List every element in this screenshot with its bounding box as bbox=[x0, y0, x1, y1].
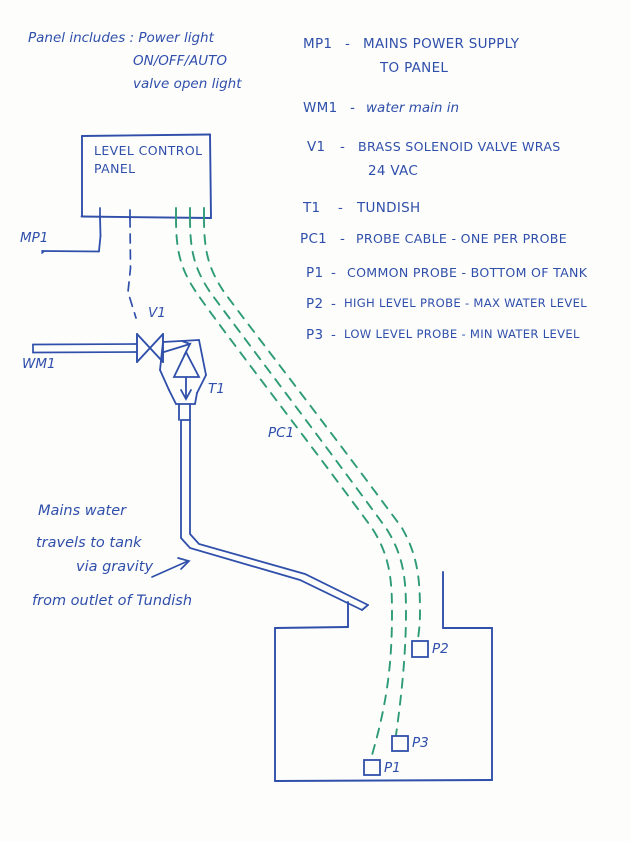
note-gravity-line4: from outlet of Tundish bbox=[32, 593, 193, 609]
wm1-water-main-pipe bbox=[32, 343, 137, 354]
legend-tag-wm1: WM1 bbox=[303, 100, 338, 116]
t1-tundish-symbol bbox=[159, 339, 207, 421]
legend-desc-pc1: PROBE CABLE - ONE PER PROBE bbox=[356, 231, 567, 246]
legend-desc2-v1: 24 VAC bbox=[368, 163, 419, 179]
diagram-label-p2: P2 bbox=[432, 641, 449, 657]
panel-label-line1: LEVEL CONTROL bbox=[94, 143, 203, 158]
legend-dash-wm1: - bbox=[350, 100, 355, 116]
legend-dash-p2: - bbox=[331, 296, 337, 312]
legend-dash-mp1: - bbox=[345, 36, 351, 52]
legend-desc-mp1: MAINS POWER SUPPLY bbox=[363, 36, 520, 52]
legend-tag-v1: V1 bbox=[307, 139, 326, 155]
legend-tag-pc1: PC1 bbox=[300, 231, 328, 247]
legend-dash-t1: - bbox=[338, 200, 344, 216]
gravity-note-arrow bbox=[151, 557, 191, 578]
note-gravity-line1: Mains water bbox=[38, 503, 127, 519]
v1-solenoid-valve-symbol bbox=[136, 333, 164, 363]
probe-cable-bundle-pc1 bbox=[175, 217, 421, 756]
legend-dash-pc1: - bbox=[340, 231, 346, 247]
mp1-mains-power-line bbox=[41, 215, 102, 253]
gravity-feed-pipe bbox=[180, 419, 369, 611]
legend-desc-t1: TUNDISH bbox=[357, 200, 421, 216]
panel-cable-stubs bbox=[175, 207, 205, 219]
probe-p3-box bbox=[391, 735, 409, 752]
note-gravity-line2: travels to tank bbox=[36, 535, 142, 551]
legend-dash-v1: - bbox=[340, 139, 346, 155]
diagram-label-p1: P1 bbox=[384, 760, 401, 776]
diagram-label-pc1: PC1 bbox=[268, 425, 295, 441]
diagram-label-mp1: MP1 bbox=[20, 230, 49, 246]
note-panel-includes-line2: ON/OFF/AUTO bbox=[133, 53, 227, 69]
diagram-label-v1: V1 bbox=[148, 305, 166, 321]
legend-dash-p3: - bbox=[331, 327, 337, 343]
legend-tag-p1: P1 bbox=[306, 265, 324, 281]
legend-desc-wm1: water main in bbox=[366, 100, 460, 116]
legend-dash-p1: - bbox=[331, 265, 337, 281]
probe-p1-box bbox=[363, 759, 381, 776]
legend-tag-mp1: MP1 bbox=[303, 36, 333, 52]
probe-p2-box bbox=[411, 640, 429, 658]
diagram-label-wm1: WM1 bbox=[22, 356, 56, 372]
legend-desc-p3: LOW LEVEL PROBE - MIN WATER LEVEL bbox=[344, 327, 580, 341]
mp1-label-underline bbox=[41, 250, 45, 254]
legend-desc-v1: BRASS SOLENOID VALVE WRAS bbox=[358, 139, 561, 154]
note-panel-includes-line3: valve open light bbox=[133, 76, 242, 92]
note-gravity-line3: via gravity bbox=[76, 559, 154, 575]
legend-tag-p3: P3 bbox=[306, 327, 324, 343]
legend-tag-t1: T1 bbox=[303, 200, 321, 216]
water-tank-outline bbox=[274, 571, 493, 782]
v1-valve-cable bbox=[127, 217, 137, 319]
panel-terminal-ticks bbox=[99, 207, 131, 220]
note-panel-includes-line1: Panel includes : Power light bbox=[28, 30, 214, 46]
panel-label-line2: PANEL bbox=[94, 161, 136, 176]
diagram-label-p3: P3 bbox=[412, 735, 429, 751]
legend-desc-p1: COMMON PROBE - BOTTOM OF TANK bbox=[347, 265, 588, 280]
legend-desc-p2: HIGH LEVEL PROBE - MAX WATER LEVEL bbox=[344, 296, 587, 310]
legend-desc2-mp1: TO PANEL bbox=[380, 60, 449, 76]
diagram-label-t1: T1 bbox=[208, 381, 225, 397]
legend-tag-p2: P2 bbox=[306, 296, 324, 312]
